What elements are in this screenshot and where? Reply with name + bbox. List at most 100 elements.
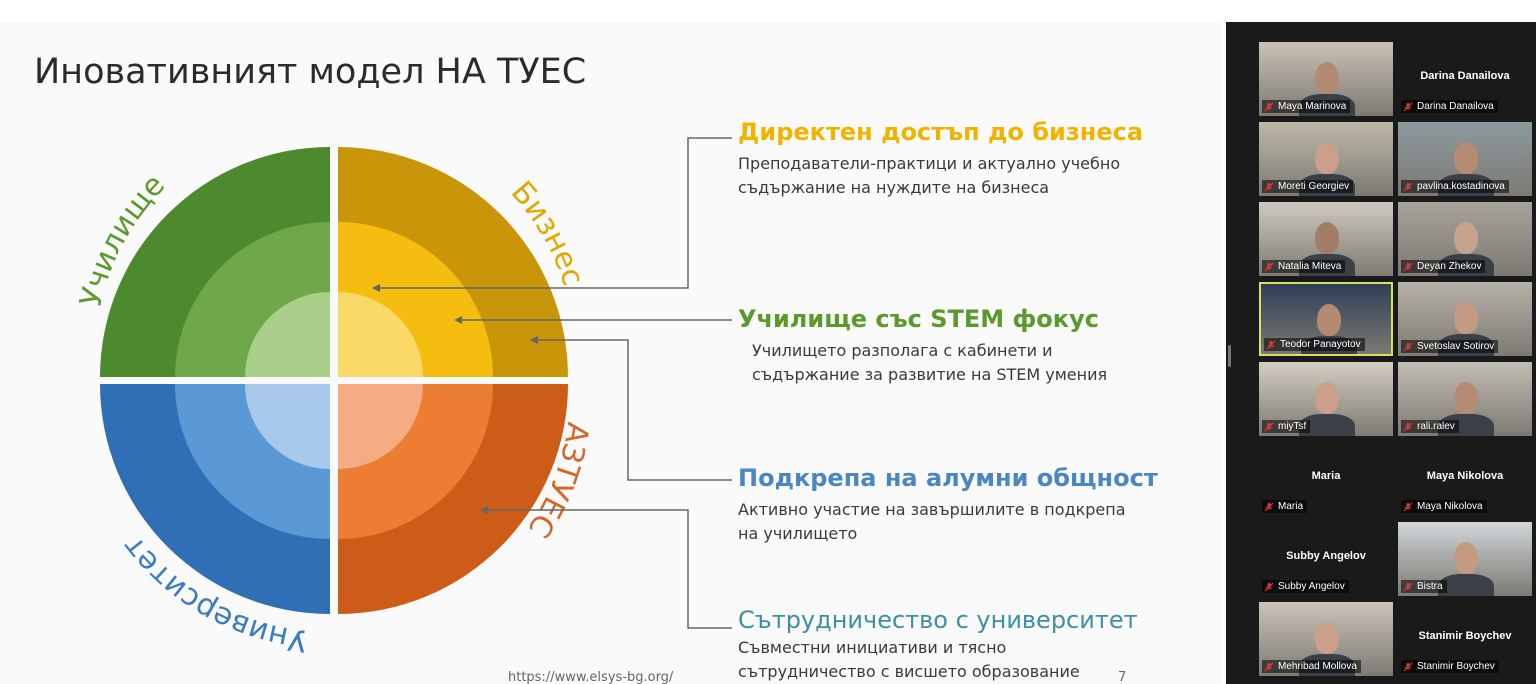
person-head bbox=[1454, 382, 1478, 414]
feature-alumni: Подкрепа на алумни общност Активно участ… bbox=[738, 464, 1158, 546]
connector-university bbox=[480, 506, 732, 629]
participant-display-name: Stanimir Boychev bbox=[1418, 630, 1512, 642]
participant-name-label: miyTsf bbox=[1262, 420, 1311, 433]
feature-university-text: Съвместни инициативи и тясно сътрудничес… bbox=[738, 636, 1138, 684]
muted-mic-icon bbox=[1403, 422, 1413, 431]
person-head bbox=[1454, 302, 1478, 334]
participant-display-name: Maria bbox=[1311, 470, 1341, 482]
connector-business bbox=[372, 137, 732, 292]
participant-tile[interactable]: Moreti Georgiev bbox=[1259, 122, 1393, 196]
muted-mic-icon bbox=[1266, 340, 1276, 349]
participant-name-label: Svetoslav Sotirov bbox=[1401, 340, 1499, 353]
top-strip bbox=[1226, 0, 1536, 22]
person-head bbox=[1315, 142, 1339, 174]
person-head bbox=[1454, 542, 1478, 574]
participant-name: Deyan Zhekov bbox=[1417, 261, 1482, 272]
connector-alumni bbox=[530, 336, 732, 481]
muted-mic-icon bbox=[1264, 582, 1274, 591]
participant-name-label: Deyan Zhekov bbox=[1401, 260, 1486, 273]
feature-stem-text: Училището разполага с кабинети и съдържа… bbox=[752, 339, 1107, 387]
slide-page-number: 7 bbox=[1118, 670, 1127, 684]
participant-display-name: Maya Nikolova bbox=[1426, 470, 1504, 482]
participant-tile[interactable]: Bistra bbox=[1398, 522, 1532, 596]
participant-name-label: Natalia Miteva bbox=[1262, 260, 1346, 273]
person-shoulders bbox=[1438, 574, 1494, 596]
participant-name-label: Stanimir Boychev bbox=[1401, 660, 1499, 673]
person-head bbox=[1315, 382, 1339, 414]
participant-tile[interactable]: Mehribad Mollova bbox=[1259, 602, 1393, 676]
feature-business-text: Преподаватели-практици и актуално учебно… bbox=[738, 152, 1143, 200]
participant-tile[interactable]: Teodor Panayotov bbox=[1259, 282, 1393, 356]
quadrant-school bbox=[100, 147, 330, 377]
muted-mic-icon bbox=[1264, 502, 1274, 511]
feature-stem-title: Училище със STEM фокус bbox=[738, 305, 1099, 333]
participant-name: Maria bbox=[1278, 501, 1304, 512]
participant-tile[interactable]: pavlina.kostadinova bbox=[1398, 122, 1532, 196]
person-head bbox=[1317, 304, 1341, 336]
participant-name: Maya Marinova bbox=[1278, 101, 1347, 112]
feature-business-line-2: съдържание на нуждите на бизнеса bbox=[738, 178, 1050, 197]
muted-mic-icon bbox=[1403, 262, 1413, 271]
muted-mic-icon bbox=[1264, 422, 1274, 431]
feature-stem: Училище със STEM фокус Училището разпола… bbox=[738, 305, 1107, 387]
muted-mic-icon bbox=[1403, 582, 1413, 591]
participant-name-label: Maya Marinova bbox=[1262, 100, 1351, 113]
quadrant-alumni bbox=[338, 384, 568, 614]
participant-tile[interactable]: Svetoslav Sotirov bbox=[1398, 282, 1532, 356]
participant-display-name: Darina Danailova bbox=[1420, 70, 1510, 82]
participant-name: miyTsf bbox=[1278, 421, 1307, 432]
muted-mic-icon bbox=[1403, 342, 1413, 351]
participant-name: Natalia Miteva bbox=[1278, 261, 1342, 272]
participant-name: Maya Nikolova bbox=[1417, 501, 1483, 512]
muted-mic-icon bbox=[1264, 262, 1274, 271]
person-head bbox=[1454, 222, 1478, 254]
person-head bbox=[1315, 62, 1339, 94]
participant-tile[interactable]: Deyan Zhekov bbox=[1398, 202, 1532, 276]
feature-alumni-title: Подкрепа на алумни общност bbox=[738, 464, 1158, 492]
person-head bbox=[1454, 142, 1478, 174]
participant-tile[interactable]: Natalia Miteva bbox=[1259, 202, 1393, 276]
participant-tile[interactable]: miyTsf bbox=[1259, 362, 1393, 436]
participant-name-label: rali.ralev bbox=[1401, 420, 1459, 433]
participant-name-label: Moreti Georgiev bbox=[1262, 180, 1354, 193]
slide-url: https://www.elsys-bg.org/ bbox=[508, 670, 674, 684]
muted-mic-icon bbox=[1403, 662, 1413, 671]
feature-business: Директен достъп до бизнеса Преподаватели… bbox=[738, 118, 1143, 200]
feature-university-title: Сътрудничество с университет bbox=[738, 606, 1138, 634]
feature-university-line-1: Съвместни инициативи и тясно bbox=[738, 638, 1007, 657]
participant-name-label: Darina Danailova bbox=[1401, 100, 1498, 113]
participant-name: Moreti Georgiev bbox=[1278, 181, 1350, 192]
participant-name: Bistra bbox=[1417, 581, 1443, 592]
participant-name-label: pavlina.kostadinova bbox=[1401, 180, 1509, 193]
feature-business-title: Директен достъп до бизнеса bbox=[738, 118, 1144, 146]
participant-name-label: Maria bbox=[1262, 500, 1308, 513]
muted-mic-icon bbox=[1264, 182, 1274, 191]
model-diagram: Училище Бизнес Университет АЗТУЕС bbox=[74, 137, 732, 658]
muted-mic-icon bbox=[1403, 502, 1413, 511]
quadrant-university bbox=[100, 384, 330, 614]
muted-mic-icon bbox=[1403, 102, 1413, 111]
panel-splitter[interactable] bbox=[1228, 345, 1231, 367]
participant-name-label: Mehribad Mollova bbox=[1262, 660, 1361, 673]
feature-alumni-text: Активно участие на завършилите в подкреп… bbox=[738, 498, 1158, 546]
connector-stem bbox=[454, 316, 732, 324]
shared-slide: Иновативният модел НА ТУЕС bbox=[0, 22, 1222, 684]
participant-tile[interactable]: Maya Marinova bbox=[1259, 42, 1393, 116]
feature-university-line-2: сътрудничество с висшето образование bbox=[738, 662, 1080, 681]
participant-tile[interactable]: rali.ralev bbox=[1398, 362, 1532, 436]
participant-name: Stanimir Boychev bbox=[1417, 661, 1495, 672]
feature-business-line-1: Преподаватели-практици и актуално учебно bbox=[738, 154, 1121, 173]
feature-stem-line-1: Училището разполага с кабинети и bbox=[752, 341, 1053, 360]
participant-name-label: Subby Angelov bbox=[1262, 580, 1349, 593]
participant-name-label: Teodor Panayotov bbox=[1264, 338, 1365, 351]
muted-mic-icon bbox=[1264, 102, 1274, 111]
participant-name: Svetoslav Sotirov bbox=[1417, 341, 1495, 352]
feature-alumni-line-1: Активно участие на завършилите в подкреп… bbox=[738, 500, 1126, 519]
muted-mic-icon bbox=[1403, 182, 1413, 191]
person-head bbox=[1315, 222, 1339, 254]
